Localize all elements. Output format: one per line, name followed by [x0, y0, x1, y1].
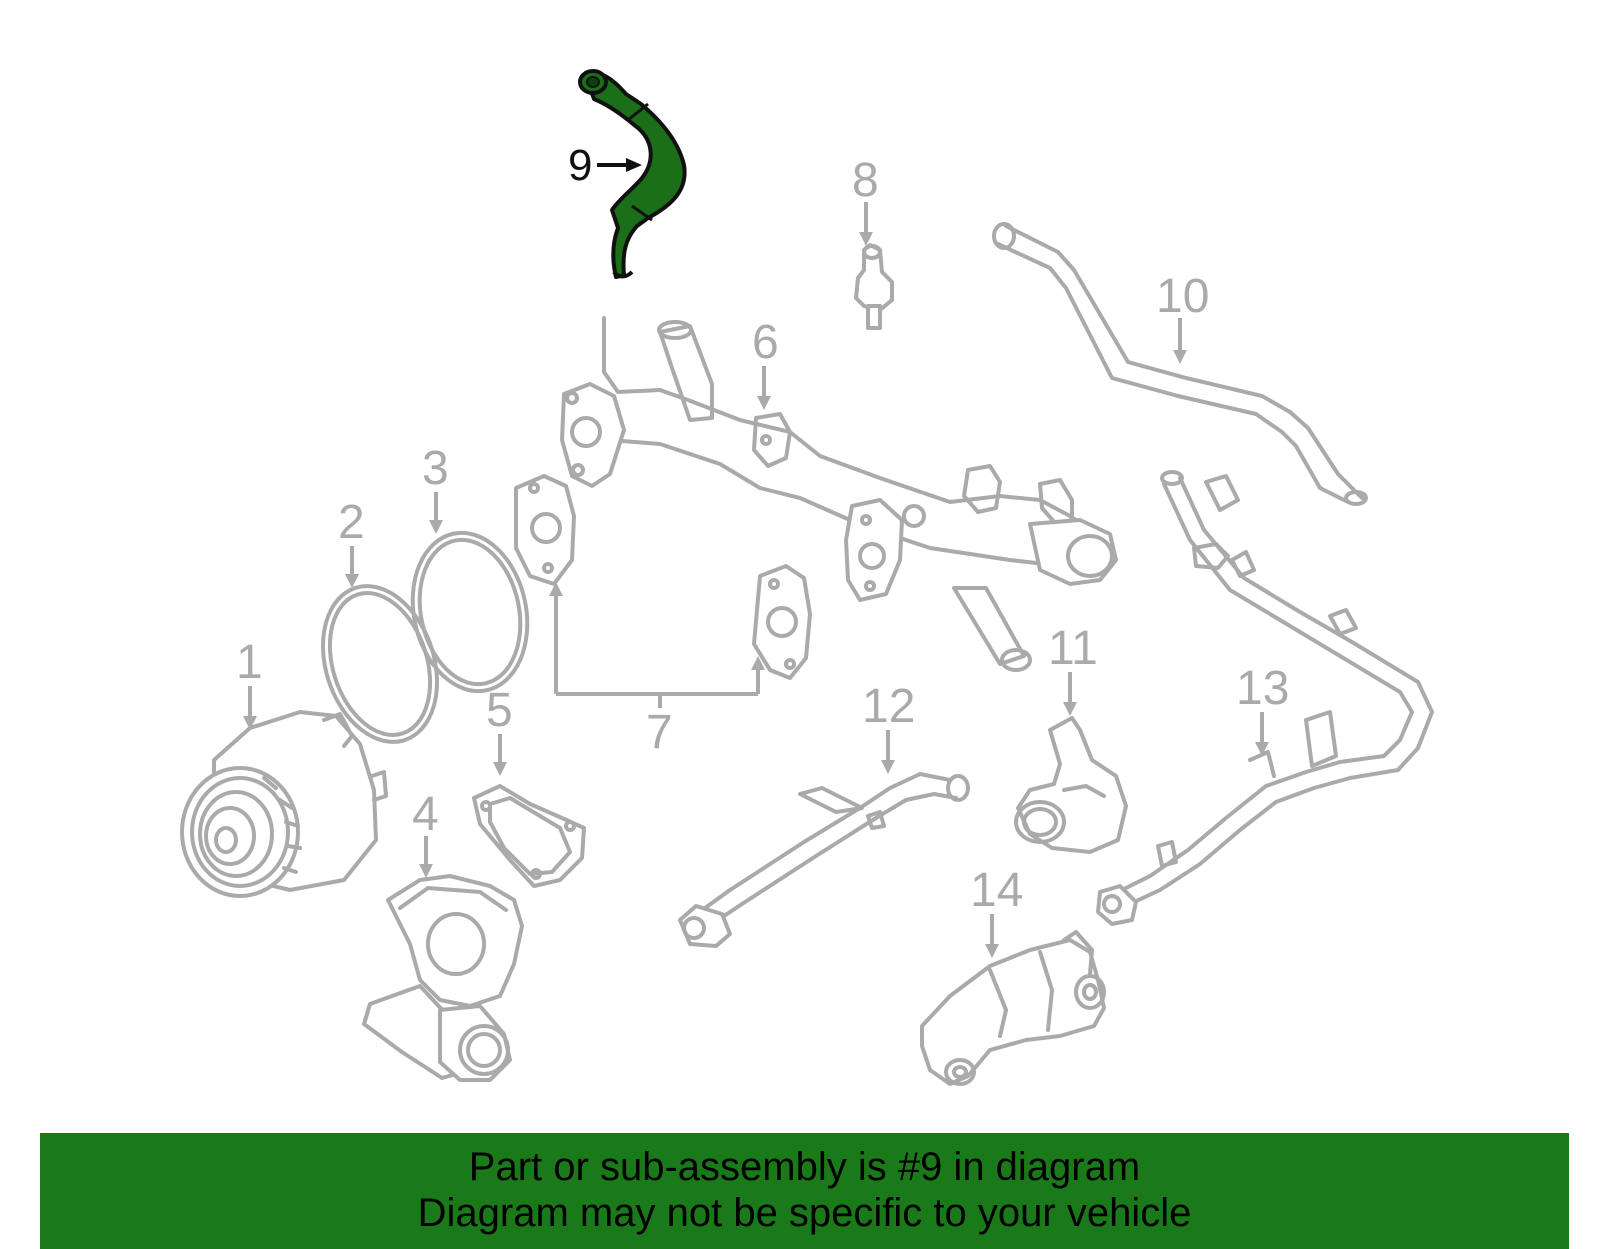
callout-6-arrowhead	[757, 396, 771, 410]
part-4-thermostat-housing[interactable]	[362, 874, 524, 1082]
callout-8-arrowhead	[859, 232, 873, 246]
part-9-hose[interactable]	[578, 69, 687, 279]
part-8-sensor[interactable]	[854, 243, 894, 330]
callout-7-label: 7	[646, 706, 673, 759]
callout-7-arrowhead-right	[751, 656, 765, 670]
part-10-pipe[interactable]	[992, 222, 1368, 506]
callout-5-label: 5	[486, 684, 513, 737]
part-1-water-pump[interactable]	[180, 710, 388, 898]
callout-12-arrowhead	[881, 760, 895, 774]
callout-3-arrowhead	[429, 520, 443, 534]
callout-2-arrowhead	[345, 574, 359, 588]
callout-12-label: 12	[862, 680, 915, 733]
callout-10-label: 10	[1156, 270, 1209, 323]
part-2-o-ring[interactable]	[304, 571, 456, 757]
hose-end-upper-bore	[586, 76, 600, 88]
hose-clamp-line-1	[627, 102, 649, 122]
callout-5-arrowhead	[493, 762, 507, 776]
part-7-gasket-left[interactable]	[514, 474, 576, 586]
part-11-elbow-hose[interactable]	[1014, 716, 1128, 854]
callout-1-arrowhead	[243, 716, 257, 730]
callout-4-arrowhead	[419, 864, 433, 878]
part-13-pipe[interactable]	[1096, 470, 1434, 926]
callout-13-label: 13	[1236, 662, 1289, 715]
callout-13-arrowhead	[1255, 742, 1269, 756]
info-banner: Part or sub-assembly is #9 in diagram Di…	[40, 1133, 1569, 1249]
banner-line-part-info: Part or sub-assembly is #9 in diagram	[468, 1145, 1141, 1189]
callout-8-label: 8	[852, 154, 879, 207]
callout-11-arrowhead	[1063, 702, 1077, 716]
callout-4-label: 4	[412, 788, 439, 841]
callout-9-arrowhead	[626, 158, 642, 172]
banner-line-disclaimer: Diagram may not be specific to your vehi…	[417, 1191, 1192, 1235]
callout-3-label: 3	[422, 442, 449, 495]
part-12-pipe[interactable]	[678, 772, 970, 948]
callout-7-arrowhead-left	[549, 582, 563, 596]
hose-body	[584, 71, 687, 279]
part-14-outlet[interactable]	[920, 930, 1106, 1086]
part-7-gasket-right[interactable]	[752, 564, 812, 680]
hose-end-lower	[612, 270, 634, 279]
callout-2-label: 2	[338, 496, 365, 549]
callout-6-label: 6	[752, 316, 779, 369]
part-5-gasket[interactable]	[472, 784, 586, 888]
part-6-water-pipe[interactable]	[560, 316, 1118, 672]
hose-clamp-line-2	[631, 204, 653, 222]
callout-1-label: 1	[236, 636, 263, 689]
callout-14-label: 14	[970, 864, 1023, 917]
callout-10-arrowhead	[1173, 350, 1187, 364]
callout-9-label: 9	[568, 141, 592, 190]
callout-11-label: 11	[1048, 622, 1098, 675]
callout-14-arrowhead	[985, 944, 999, 958]
